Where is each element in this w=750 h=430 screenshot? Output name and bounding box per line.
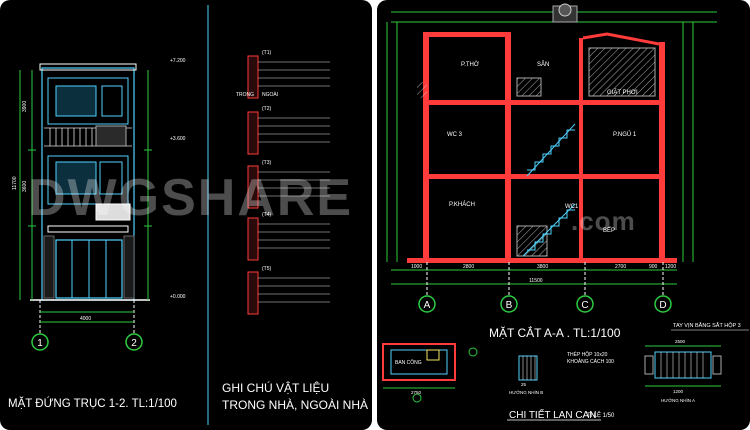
notes-caption-line2: TRONG NHÀ, NGOÀI NHÀ [222,398,369,412]
axis-marker-b [500,295,518,313]
railing-view-b [518,355,538,381]
bottom-dim-6: 1200 [665,264,676,270]
elevation-and-notes-drawing: 3900 3600 11700 4000 +7.200 +3.600 +0.00… [12,5,330,425]
detail-label-3: KHOẢNG CÁCH 100 [567,358,614,365]
railing-view-a [644,345,722,387]
detail-label-1: BAN CÔNG [395,359,422,366]
left-drawing-panel: 3900 3600 11700 4000 +7.200 +3.600 +0.00… [0,0,372,430]
axis-label-2: 2 [131,338,137,349]
room-label-4: WC 3 [447,132,463,138]
axis-marker-1 [31,333,49,351]
elevation-dim-width: 4000 [80,316,91,322]
elevation-caption: MẶT ĐỨNG TRỤC 1-2. TL:1/100 [8,398,177,410]
detail-dim-2: 2500 [675,339,686,344]
note-outside-label: NGOÀI [262,91,278,98]
right-drawing-panel: P.THỜ SÂN GIẶT PHƠI WC 3 P.NGỦ 1 P.KHÁCH… [377,0,750,430]
axis-label-d: D [659,300,666,311]
bottom-dim-4: 2700 [615,264,626,270]
note-tag-5: (T5) [262,266,272,272]
section-walls [407,32,677,263]
front-elevation [19,63,152,335]
level-label-3: +0.000 [170,294,186,300]
section-drawing: P.THỜ SÂN GIẶT PHƠI WC 3 P.NGỦ 1 P.KHÁCH… [382,3,749,421]
room-label-5: P.NGỦ 1 [613,131,637,138]
detail-dim-3: 25 [521,382,527,387]
bottom-dim-2: 2800 [463,264,474,270]
bottom-dim-3: 3800 [537,264,548,270]
detail-dim-1: 2750 [411,390,422,395]
detail-dim-4: 1200 [673,389,684,394]
note-inside-label: TRONG [236,92,254,98]
material-note-blocks [247,55,259,315]
room-label-6: P.KHÁCH [449,201,475,208]
watermark-suffix: .com [571,206,636,236]
axis-marker-a [418,295,436,313]
note-tag-3: (T3) [262,160,272,166]
room-label-2: SÂN [537,61,549,68]
staircase [522,123,576,257]
detail-label-4: TAY VỊN BẰNG SẮT HỘP 3 [673,321,741,329]
elevation-dim-1: 3900 [22,101,28,112]
elevation-dim-total: 11700 [12,176,18,190]
axis-label-a: A [424,300,431,311]
bottom-dim-5: 900 [649,264,658,270]
note-leader-lines [258,61,330,303]
detail-label-6: HƯỚNG NHÌN A [661,397,695,403]
axis-label-b: B [506,300,513,311]
note-tag-2: (T2) [262,106,272,112]
axis-marker-2 [125,333,143,351]
detail-label-5: HƯỚNG NHÌN B [509,389,543,395]
room-label-1: P.THỜ [461,61,479,68]
axis-label-1: 1 [37,338,43,349]
total-dim: 11500 [529,278,543,284]
bottom-dim-1: 1000 [411,264,422,270]
axis-marker-c [576,295,594,313]
balcony-plan-detail [382,343,478,403]
railing-caption: CHI TIẾT LAN CAN [509,410,597,421]
note-tag-4: (T4) [262,212,272,218]
railing-scale: Tỉ LỆ 1/50 [587,413,615,419]
axis-label-c: C [581,300,588,311]
watermark-text: DWGSHARE [28,169,354,227]
axis-marker-d [654,295,672,313]
elevation-dim-2: 3600 [22,181,28,192]
detail-label-2: THÉP HỘP 10x20 [567,351,608,358]
note-tag-1: (T1) [262,50,272,56]
laundry-screen [588,47,656,97]
notes-caption-line1: GHI CHÚ VẬT LIỆU [222,381,330,395]
room-label-8: BẾP [603,227,615,234]
level-label-1: +7.200 [170,58,186,64]
section-caption: MẶT CẮT A-A . TL:1/100 [489,326,621,340]
level-label-2: +3.600 [170,136,186,142]
room-label-7: WC1 [565,204,579,210]
room-label-3: GIẶT PHƠI [607,89,638,96]
